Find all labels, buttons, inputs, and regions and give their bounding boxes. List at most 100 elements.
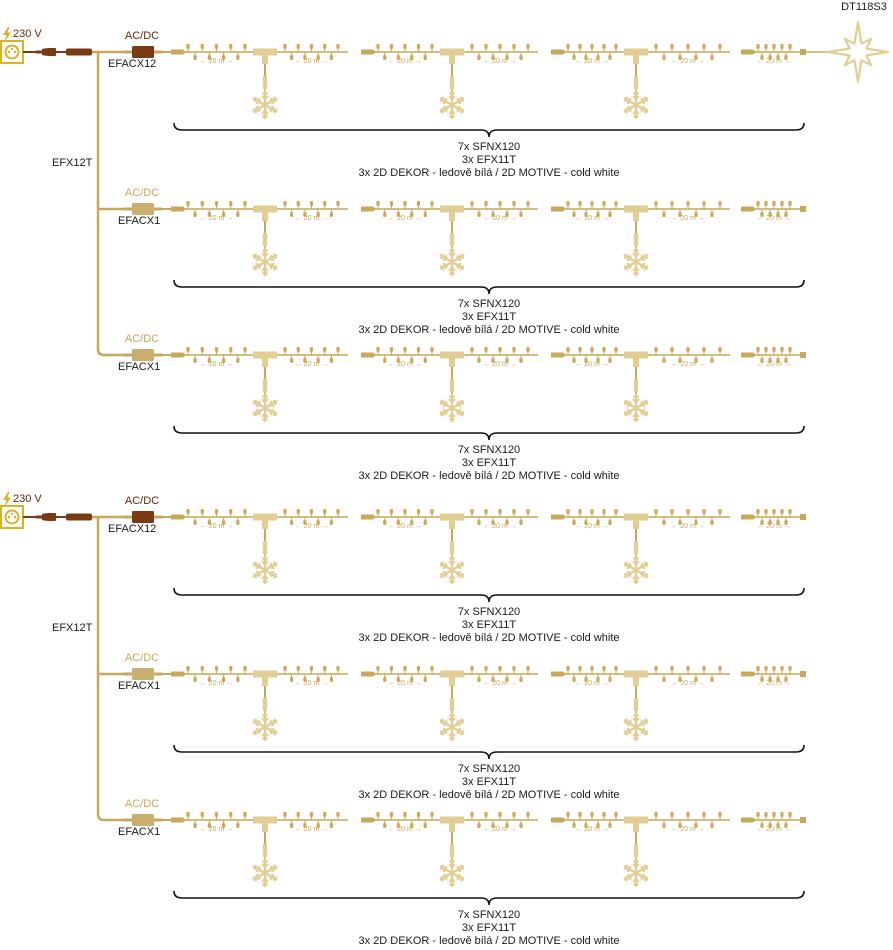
socket-frame (0, 505, 24, 529)
led-bulb (505, 520, 509, 525)
led-bulb (383, 55, 387, 60)
led-bulb (316, 358, 320, 363)
drop-connector (449, 233, 455, 246)
snowflake-center (449, 567, 455, 573)
led-bulb (403, 509, 407, 514)
led-bulb (772, 201, 776, 206)
led-bulb (686, 347, 690, 352)
snowflake-branch (635, 95, 640, 101)
led-bulb (283, 44, 287, 49)
snowflake-branch (456, 101, 462, 104)
snowflake-branch (451, 560, 456, 566)
snowflake-branch (261, 877, 266, 883)
snowflake-branch (254, 253, 258, 259)
snowflake-branch (261, 266, 266, 272)
snowflake-branch (262, 113, 266, 118)
snowflake-center (262, 259, 268, 265)
snowflake-branch (456, 566, 462, 569)
socket-pin (7, 515, 11, 519)
t-connector (624, 351, 648, 401)
t-connector (440, 816, 464, 866)
led-bulb (243, 812, 247, 817)
led-bulb (566, 666, 570, 671)
string-connector (741, 49, 756, 55)
snowflake-branch (264, 95, 269, 101)
led-bulb (519, 823, 523, 828)
led-bulb (222, 55, 226, 60)
led-bulb (718, 44, 722, 49)
snowflake-branch (262, 270, 266, 275)
led-bulb (505, 212, 509, 217)
led-bulb (590, 666, 594, 671)
led-bulb (423, 55, 427, 60)
led-bulb (614, 201, 618, 206)
t-connector (440, 205, 464, 255)
led-bulb (602, 509, 606, 514)
led-bulb (756, 347, 760, 352)
light-string-segment: ← 20 m → (178, 812, 255, 833)
grouping-brace (173, 122, 805, 138)
led-bulb (193, 55, 197, 60)
light-string-segment: ← 20 m → (178, 44, 255, 65)
led-bulb (784, 55, 788, 60)
light-string-segment: ← 20 m → (275, 666, 348, 687)
led-bulb (526, 44, 530, 49)
snowflake-branch (459, 867, 465, 870)
snowflake-branch (451, 95, 456, 101)
snowflake-branch (459, 265, 463, 271)
snowflake-branch (262, 881, 266, 886)
led-bulb (654, 44, 658, 49)
led-bulb (389, 812, 394, 817)
light-string-segment: ← 20 m → (462, 201, 538, 222)
snowflake-branch (629, 400, 632, 407)
t-connector (440, 351, 464, 401)
led-bulb (694, 212, 698, 217)
snowflake-branch (441, 96, 445, 102)
snowflake-branch (252, 876, 258, 879)
drop-connector (633, 379, 639, 392)
snowflake-branch (451, 92, 455, 97)
led-bulb (519, 212, 523, 217)
led-bulb (430, 812, 434, 817)
led-bulb (566, 201, 570, 206)
led-bulb (614, 44, 618, 49)
led-bulb (505, 823, 509, 828)
string-connector (171, 514, 186, 520)
led-bulb (702, 812, 706, 817)
adapter-lead (124, 207, 132, 211)
grouping-brace (173, 279, 805, 295)
feeder-cable-label: EFX12T (52, 622, 93, 634)
snowflake-branch (643, 402, 649, 405)
led-bulb (584, 55, 588, 60)
snowflake-center (633, 724, 639, 730)
led-bulb (572, 358, 576, 363)
snowflake-branch (269, 101, 275, 104)
segment-length-label: ← 20 m → (295, 523, 328, 530)
led-bulb (229, 44, 233, 49)
snowflake-branch (640, 101, 646, 104)
led-bulb (718, 201, 722, 206)
led-bulb (614, 812, 618, 817)
t-connector-body (440, 48, 464, 64)
snowflake-branch (264, 714, 268, 719)
led-bulb (702, 44, 706, 49)
led-bulb (329, 677, 333, 682)
t-connector-body (440, 670, 464, 686)
snowflake-icon (623, 555, 649, 585)
led-bulb (584, 823, 588, 828)
snowflake-center (633, 870, 639, 876)
led-bulb (512, 347, 516, 352)
led-bulb (222, 677, 226, 682)
snowflake-branch (625, 718, 629, 724)
led-bulb (608, 823, 612, 828)
snowflake-branch (272, 721, 278, 724)
led-bulb (290, 823, 294, 828)
light-string-segment: ← 20 m → (558, 347, 626, 368)
string-connector (361, 514, 376, 520)
led-bulb (303, 823, 307, 828)
snowflake-icon (439, 555, 465, 585)
end-cap (800, 817, 806, 823)
t-connector (253, 670, 277, 720)
snowflake-branch (264, 860, 268, 865)
